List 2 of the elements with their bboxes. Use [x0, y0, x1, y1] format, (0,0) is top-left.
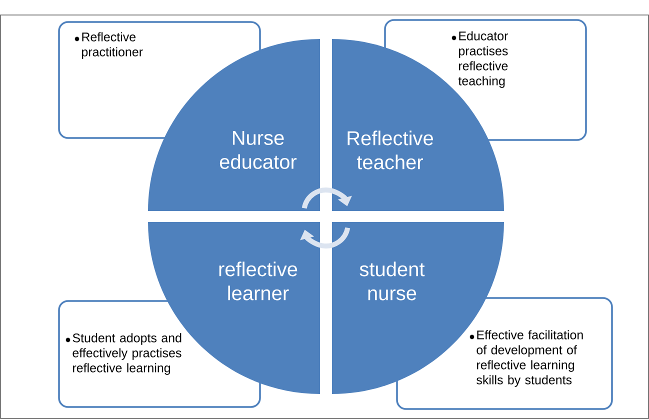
curved-arrow — [302, 188, 352, 209]
quadrant-segment: Nurse educator — [148, 39, 320, 211]
